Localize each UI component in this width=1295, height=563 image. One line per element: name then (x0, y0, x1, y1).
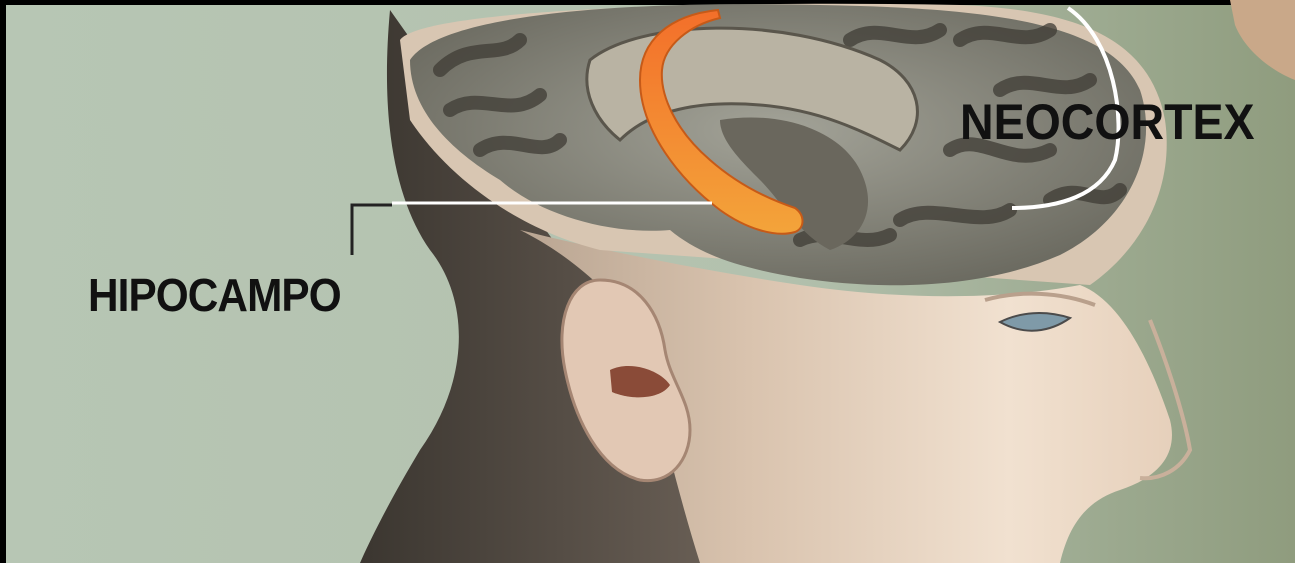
hippocampus-label: HIPOCAMPO (88, 272, 341, 318)
frame-top (0, 0, 1295, 5)
neocortex-label: NEOCORTEX (960, 97, 1255, 147)
frame-left (0, 0, 6, 563)
